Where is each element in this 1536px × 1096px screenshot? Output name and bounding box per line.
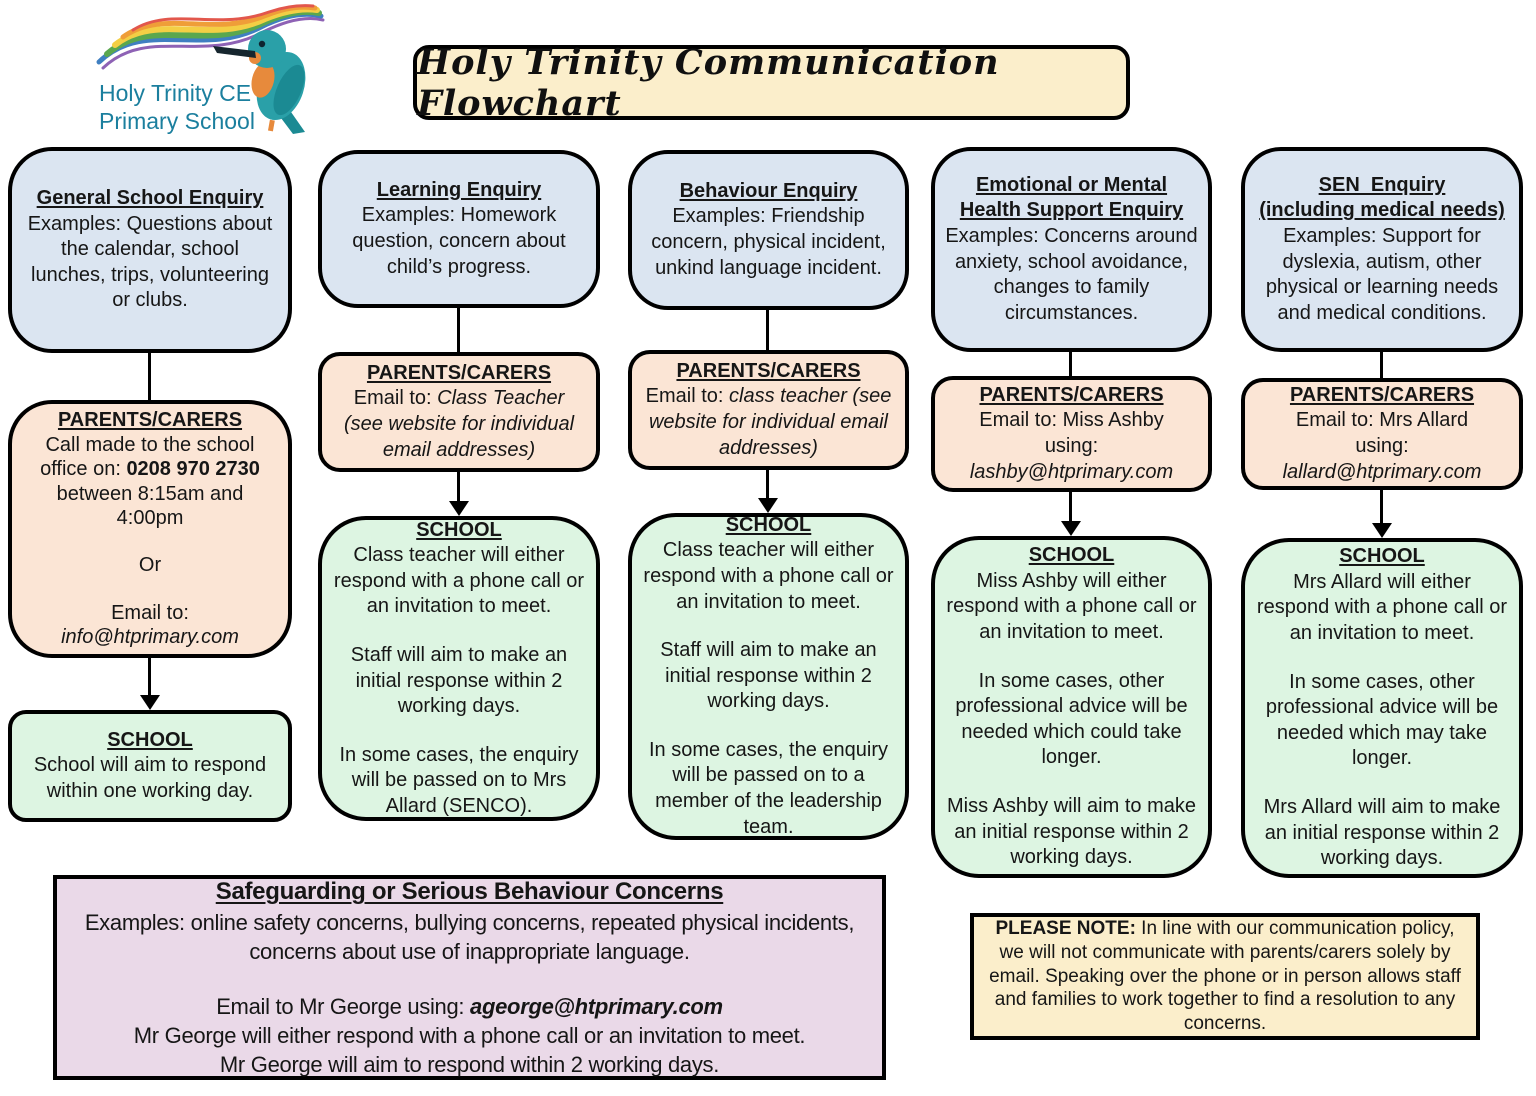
enquiry-title: Behaviour Enquiry xyxy=(679,179,858,202)
parents-box-behaviour: PARENTS/CARERS Email to: class teacher (… xyxy=(628,350,909,470)
parents-email-line: Email to: class teacher (see website for… xyxy=(645,385,892,459)
parents-call-line: Call made to the school office on: 0208 … xyxy=(40,433,260,529)
school-box-general: SCHOOL School will aim to respond within… xyxy=(8,710,292,822)
page-title: Holy Trinity Communication Flowchart xyxy=(417,41,1000,124)
school-para: Class teacher will either respond with a… xyxy=(333,544,585,618)
school-logo-text: Holy Trinity CE Primary School xyxy=(99,79,255,137)
parents-box-emotional: PARENTS/CARERS Email to: Miss Ashby usin… xyxy=(931,376,1212,492)
school-para: In some cases, the enquiry will be passe… xyxy=(339,743,579,817)
kingfisher-bird xyxy=(213,30,306,134)
school-para: In some cases, other professional advice… xyxy=(1265,670,1499,770)
parents-heading: PARENTS/CARERS xyxy=(1289,383,1475,406)
arrowhead-icon xyxy=(1061,521,1081,536)
safeguarding-box: Safeguarding or Serious Behaviour Concer… xyxy=(53,875,886,1080)
parents-email-line: Email to: Class Teacher (see website for… xyxy=(343,387,575,461)
school-heading: SCHOOL xyxy=(1339,545,1425,568)
school-logo-kingfisher-icon xyxy=(96,4,325,134)
enquiry-box-behaviour: Behaviour Enquiry Examples: Friendship c… xyxy=(628,150,909,310)
enquiry-title: SEN Enquiry(including medical needs) xyxy=(1259,173,1505,222)
parents-heading: PARENTS/CARERS xyxy=(57,409,243,432)
connector-line xyxy=(1380,350,1383,378)
title-banner: Holy Trinity Communication Flowchart xyxy=(413,42,1130,124)
arrow-line xyxy=(457,470,460,503)
parents-heading: PARENTS/CARERS xyxy=(676,359,861,382)
school-para: School will aim to respond within one wo… xyxy=(33,754,267,802)
parents-box-sen: PARENTS/CARERS Email to: Mrs Allard usin… xyxy=(1241,378,1523,490)
please-note-text: PLEASE NOTE: In line with our communicat… xyxy=(989,917,1461,1035)
phone-number: 0208 970 2730 xyxy=(126,458,260,481)
parents-heading: PARENTS/CARERS xyxy=(979,383,1164,406)
school-para: Mrs Allard will aim to make an initial r… xyxy=(1263,795,1501,870)
arrow-line xyxy=(766,468,769,499)
school-heading: SCHOOL xyxy=(1028,544,1115,567)
parents-email: lashby@htprimary.com xyxy=(969,460,1174,483)
arrowhead-icon xyxy=(140,695,160,710)
parents-using-line: using: xyxy=(1044,435,1099,457)
arrow-line xyxy=(1380,488,1383,524)
parents-email-label: Email to: xyxy=(111,601,189,624)
parents-box-general: PARENTS/CARERS Call made to the school o… xyxy=(8,400,292,658)
please-note-box: PLEASE NOTE: In line with our communicat… xyxy=(970,913,1480,1040)
school-para: Mrs Allard will either respond with a ph… xyxy=(1256,570,1508,645)
connector-line xyxy=(457,306,460,352)
enquiry-body: Examples: Friendship concern, physical i… xyxy=(651,205,886,279)
school-box-learning: SCHOOL Class teacher will either respond… xyxy=(318,516,600,821)
parents-or: Or xyxy=(138,554,162,577)
school-para: Miss Ashby will either respond with a ph… xyxy=(946,569,1197,644)
parents-email: info@htprimary.com xyxy=(61,626,239,649)
safeguarding-email-line: Email to Mr George using: ageorge@htprim… xyxy=(216,993,723,1019)
school-para: In some cases, other professional advice… xyxy=(955,669,1188,769)
enquiry-box-sen: SEN Enquiry(including medical needs) Exa… xyxy=(1241,147,1523,352)
school-para: Staff will aim to make an initial respon… xyxy=(660,639,877,713)
arrowhead-icon xyxy=(1372,523,1392,538)
connector-line xyxy=(766,308,769,350)
school-para: Miss Ashby will aim to make an initial r… xyxy=(947,794,1196,869)
connector-line xyxy=(148,351,151,400)
school-para: Class teacher will either respond with a… xyxy=(643,539,894,613)
parents-using-line: using: xyxy=(1355,435,1409,457)
arrow-line xyxy=(1069,490,1072,522)
enquiry-body: Examples: Questions about the calendar, … xyxy=(27,212,273,312)
parents-box-learning: PARENTS/CARERS Email to: Class Teacher (… xyxy=(318,352,600,472)
school-heading: SCHOOL xyxy=(416,518,502,541)
please-note-label: PLEASE NOTE: xyxy=(995,917,1136,939)
enquiry-box-emotional: Emotional or Mental Health Support Enqui… xyxy=(931,147,1212,352)
enquiry-box-learning: Learning Enquiry Examples: Homework ques… xyxy=(318,150,600,308)
logo-line-1: Holy Trinity CE xyxy=(99,79,252,106)
parents-email-line: Email to: Miss Ashby xyxy=(979,409,1164,432)
connector-line xyxy=(1069,350,1072,376)
parents-heading: PARENTS/CARERS xyxy=(366,361,552,384)
school-heading: SCHOOL xyxy=(725,513,812,536)
school-logo: Holy Trinity CE Primary School xyxy=(85,4,330,138)
school-box-behaviour: SCHOOL Class teacher will either respond… xyxy=(628,513,909,840)
enquiry-title: Learning Enquiry xyxy=(376,178,542,201)
safeguarding-email: ageorge@htprimary.com xyxy=(470,993,723,1019)
school-heading: SCHOOL xyxy=(107,728,193,751)
parents-email-line: Email to: Mrs Allard xyxy=(1295,409,1469,432)
arrowhead-icon xyxy=(449,501,469,516)
enquiry-body: Examples: Support for dyslexia, autism, … xyxy=(1265,224,1499,324)
arrowhead-icon xyxy=(758,498,778,513)
safeguarding-line2: Mr George will either respond with a pho… xyxy=(133,1022,806,1048)
school-para: In some cases, the enquiry will be passe… xyxy=(648,738,888,838)
safeguarding-heading: Safeguarding or Serious Behaviour Concer… xyxy=(215,878,724,906)
school-box-emotional: SCHOOL Miss Ashby will either respond wi… xyxy=(931,536,1212,878)
enquiry-title: Emotional or Mental Health Support Enqui… xyxy=(959,173,1184,222)
parents-email: lallard@htprimary.com xyxy=(1282,460,1482,483)
enquiry-body: Examples: Concerns around anxiety, schoo… xyxy=(945,224,1198,324)
enquiry-title: General School Enquiry xyxy=(36,187,264,210)
logo-line-2: Primary School xyxy=(99,108,255,135)
safeguarding-line3: Mr George will aim to respond within 2 w… xyxy=(219,1051,720,1077)
school-box-sen: SCHOOL Mrs Allard will either respond wi… xyxy=(1241,538,1523,878)
school-para: Staff will aim to make an initial respon… xyxy=(350,643,568,718)
safeguarding-examples: Examples: online safety concerns, bullyi… xyxy=(84,909,855,964)
enquiry-box-general: General School Enquiry Examples: Questio… xyxy=(8,147,292,353)
enquiry-body: Examples: Homework question, concern abo… xyxy=(352,204,566,278)
arrow-line xyxy=(148,656,151,698)
